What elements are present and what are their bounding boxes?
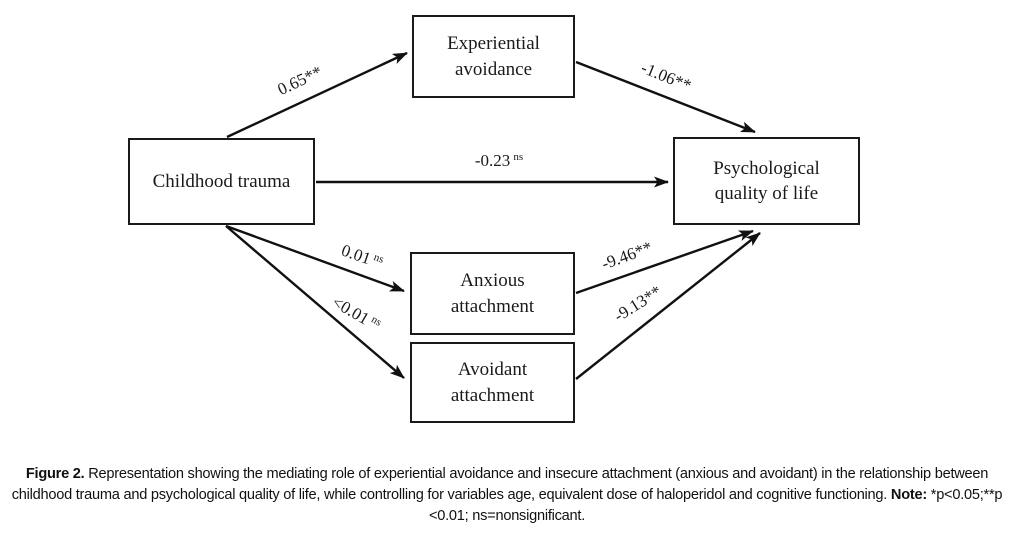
- arrow-trauma-to-avoidance: [226, 51, 408, 139]
- arrow-anxious-to-qol: [575, 229, 754, 295]
- path-arrows-layer: [225, 51, 761, 380]
- arrow-trauma-to-avoidant: [225, 225, 405, 379]
- arrow-trauma-to-anxious: [225, 224, 405, 293]
- node-anxious-attachment-label-line2: attachment: [450, 295, 535, 317]
- note-label: Note:: [890, 487, 927, 503]
- caption-body: Representation showing the mediating rol…: [11, 466, 989, 503]
- node-experiential-avoidance-label-line1: Experiential: [447, 33, 540, 55]
- node-anxious-attachment-label-line1: Anxious: [460, 270, 525, 292]
- node-anxious-attachment: Anxious attachment: [410, 252, 575, 335]
- node-experiential-avoidance-label-line2: avoidance: [454, 58, 532, 80]
- figure-caption: Figure 2. Representation showing the med…: [11, 464, 1003, 527]
- node-avoidant-attachment-label-line2: attachment: [450, 384, 535, 406]
- caption-note-body: *p<0.05;**p <0.01; ns=nonsignificant.: [428, 487, 1003, 524]
- node-experiential-avoidance: Experiential avoidance: [412, 15, 575, 98]
- significance-ns: ns: [513, 151, 524, 163]
- arrow-avoidance-to-qol: [575, 60, 756, 134]
- coefficient-value: -0.23: [474, 151, 511, 170]
- node-childhood-trauma-label: Childhood trauma: [152, 170, 291, 192]
- node-psychological-quality-of-life: Psychological quality of life: [673, 137, 860, 225]
- node-psychological-qol-label-line2: quality of life: [714, 183, 819, 204]
- figure-label: Figure 2.: [25, 466, 85, 482]
- node-childhood-trauma: Childhood trauma: [128, 138, 315, 225]
- node-psychological-qol-label-line1: Psychological: [713, 157, 820, 179]
- arrow-avoidant-to-qol: [575, 232, 761, 380]
- node-avoidant-attachment: Avoidant attachment: [410, 342, 575, 423]
- node-avoidant-attachment-label-line1: Avoidant: [457, 359, 528, 381]
